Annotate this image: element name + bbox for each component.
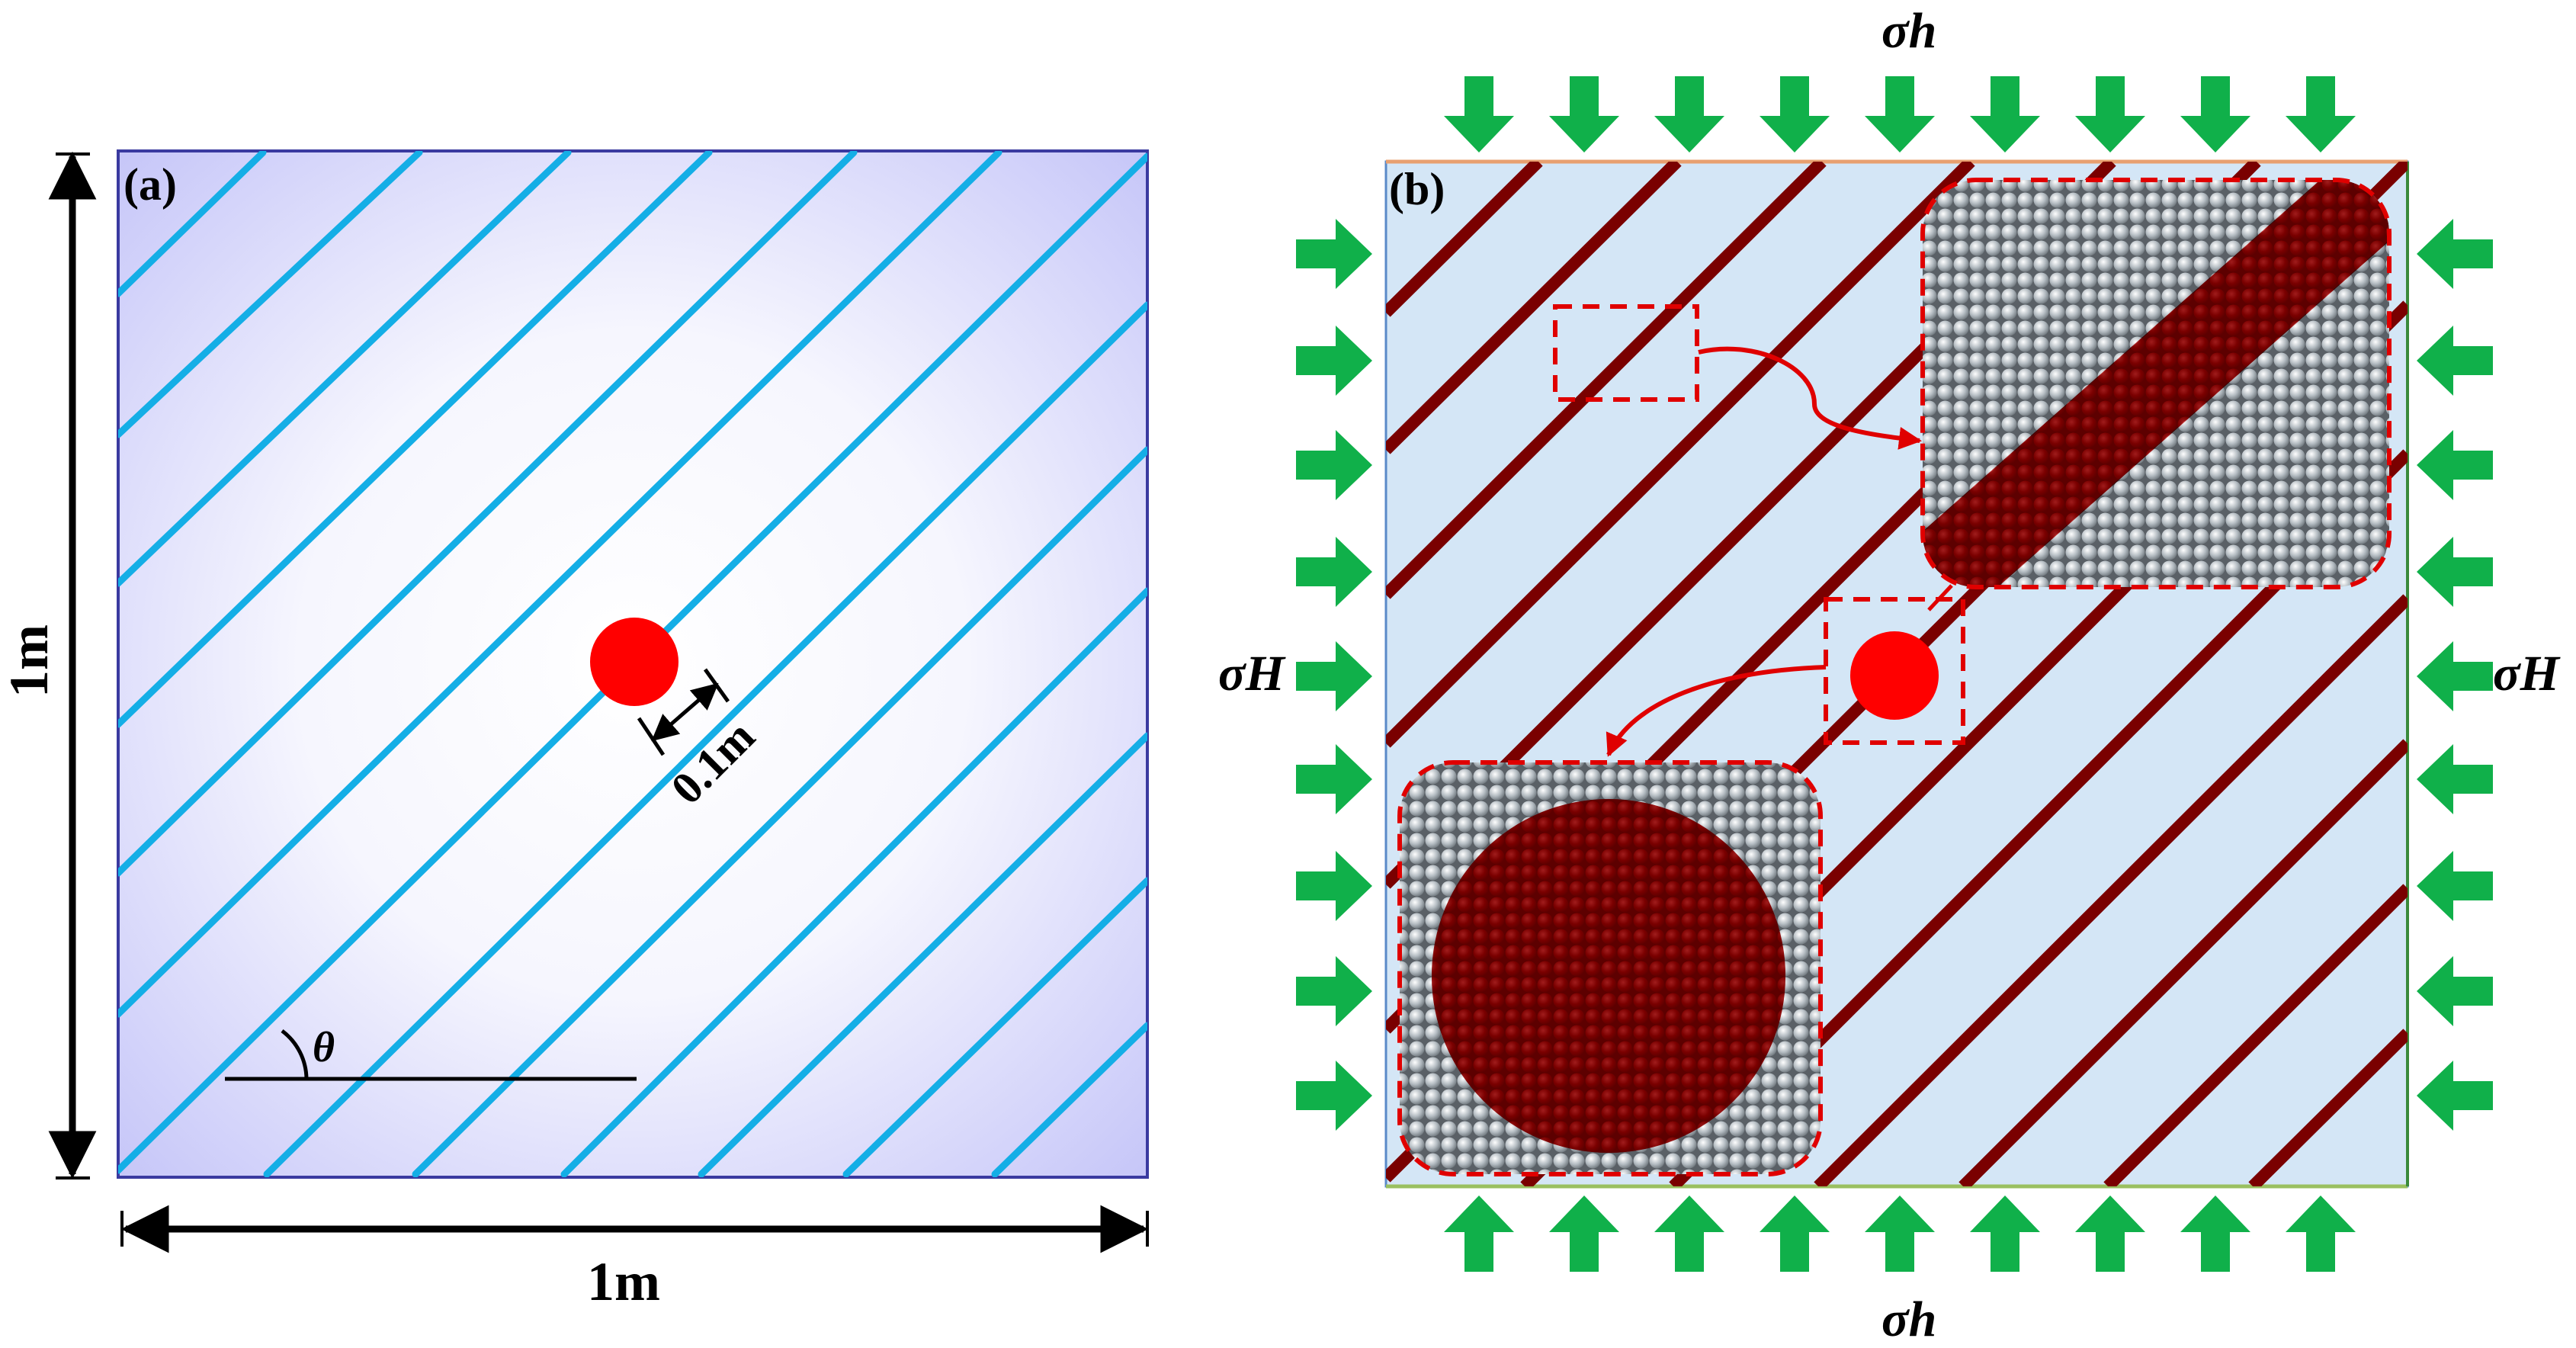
panel-a-label: (a)	[124, 159, 177, 210]
right-load-arrows	[2417, 219, 2493, 1131]
borehole	[590, 618, 678, 706]
load-arrow	[1444, 1196, 1514, 1272]
joint-line	[118, 151, 713, 728]
load-arrow	[2180, 1196, 2250, 1272]
load-arrow	[1865, 1196, 1935, 1272]
load-arrow	[1296, 219, 1372, 289]
load-arrow	[1296, 326, 1372, 396]
load-arrow	[2286, 76, 2356, 152]
joint-line	[991, 1022, 1147, 1177]
joint-line	[842, 877, 1147, 1177]
load-arrow	[1296, 1061, 1372, 1131]
load-arrow	[1654, 1196, 1724, 1272]
sigma-h-bottom-label: σh	[1881, 1292, 1936, 1347]
angle-label: θ	[313, 1024, 335, 1071]
load-arrow	[1970, 76, 2040, 152]
top-load-arrows	[1444, 76, 2356, 152]
zoom-box-hole	[1824, 597, 1965, 745]
load-arrow	[2417, 326, 2493, 396]
panel-a: 0.1m θ (a) 1m 1m	[0, 149, 1149, 1312]
load-arrow	[1970, 1196, 2040, 1272]
joint-band	[2248, 1029, 2408, 1186]
load-arrow	[2417, 430, 2493, 500]
load-arrow	[1296, 956, 1372, 1026]
joint-band	[1958, 739, 2408, 1186]
load-arrow	[1444, 76, 1514, 152]
joint-band	[1814, 594, 2408, 1186]
panel-b-label: (b)	[1389, 164, 1445, 214]
load-arrow	[2075, 1196, 2145, 1272]
width-dimension	[120, 1205, 1149, 1253]
load-arrow	[1865, 76, 1935, 152]
joint-line	[118, 151, 423, 438]
angle-arc	[281, 1029, 309, 1080]
load-arrow	[2417, 851, 2493, 921]
load-arrow	[1760, 76, 1830, 152]
load-arrow	[1549, 76, 1619, 152]
load-arrow	[1296, 430, 1372, 500]
joint-line	[118, 151, 267, 297]
joint-line	[118, 151, 1002, 1018]
left-load-arrows	[1296, 219, 1372, 1131]
load-arrow	[1296, 851, 1372, 921]
load-arrow	[1296, 537, 1372, 607]
load-arrow	[2417, 744, 2493, 814]
panel-a-joint-set	[118, 151, 1147, 1177]
joint-line	[412, 446, 1147, 1177]
width-label: 1m	[587, 1251, 660, 1312]
load-arrow	[2417, 537, 2493, 607]
panel-b: σh σh σH σH (b)	[1218, 3, 2562, 1347]
sigma-H-right-label: σH	[2493, 646, 2562, 701]
load-arrow	[1296, 641, 1372, 711]
load-arrow	[2417, 956, 2493, 1026]
hole-spacing-dimension	[637, 668, 730, 756]
borehole	[1850, 631, 1939, 720]
sigma-H-left-label: σH	[1218, 646, 1287, 701]
load-arrow	[2286, 1196, 2356, 1272]
load-arrow	[2417, 641, 2493, 711]
load-arrow	[1654, 76, 1724, 152]
load-arrow	[1549, 1196, 1619, 1272]
joint-line	[118, 151, 572, 587]
joint-line	[560, 587, 1147, 1177]
joint-band	[1386, 162, 1975, 748]
connector-joint	[1698, 346, 1922, 450]
height-dimension	[48, 151, 97, 1180]
joint-line	[698, 732, 1147, 1177]
load-arrow	[2075, 76, 2145, 152]
zoom-box-joint	[1553, 304, 1699, 402]
bottom-load-arrows	[1444, 1196, 2356, 1272]
load-arrow	[2417, 1061, 2493, 1131]
joint-band	[1386, 162, 1827, 599]
connector-hole	[1606, 665, 1827, 757]
joint-band	[2103, 884, 2408, 1186]
joint-line	[118, 151, 858, 877]
load-arrow	[2180, 76, 2250, 152]
height-label: 1m	[0, 624, 59, 698]
joint-band	[1386, 162, 1543, 317]
connector-inset	[1927, 584, 1953, 611]
sigma-h-top-label: σh	[1881, 3, 1936, 59]
inset-joint-particles	[1920, 178, 2392, 589]
joint-band	[1386, 162, 1682, 454]
load-arrow	[1296, 744, 1372, 814]
load-arrow	[1760, 1196, 1830, 1272]
inset-hole-particles	[1397, 760, 1823, 1176]
load-arrow	[2417, 219, 2493, 289]
